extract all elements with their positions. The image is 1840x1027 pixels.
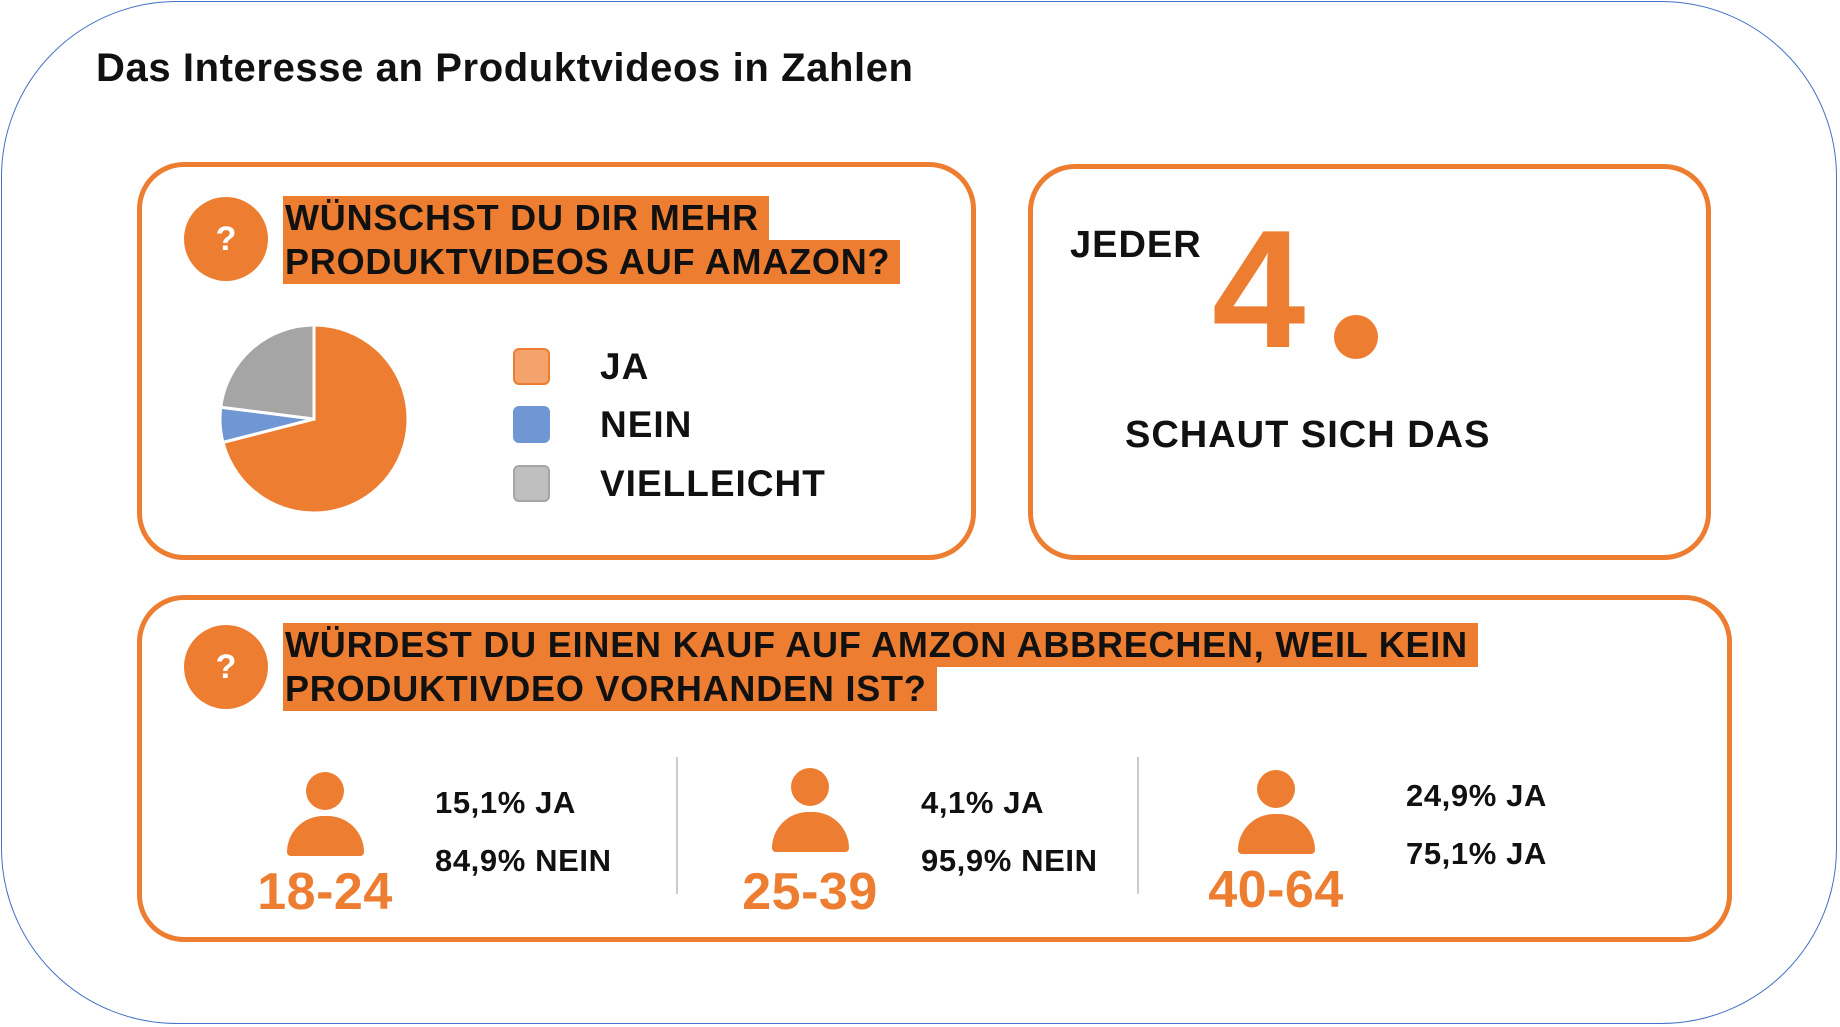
age-label: 25-39 — [742, 863, 878, 921]
age-label: 40-64 — [1208, 861, 1344, 919]
question-icon: ? — [184, 625, 268, 709]
legend-swatch — [513, 406, 550, 443]
jeder-label: JEDER — [1070, 224, 1202, 266]
pie-chart — [218, 323, 410, 515]
stat-nein: 84,9% NEIN — [435, 843, 612, 878]
period-dot — [1334, 315, 1378, 359]
stat-nein: 75,1% JA — [1406, 836, 1547, 871]
heading-line: PRODUKTVIDEOS AUF AMAZON? — [283, 240, 901, 284]
stat-card — [1028, 164, 1711, 560]
question-icon: ? — [184, 197, 268, 281]
stat-nein: 95,9% NEIN — [921, 843, 1098, 878]
pie-slice-vielleicht — [219, 323, 316, 421]
legend-swatch — [513, 465, 550, 502]
stat-ja: 24,9% JA — [1406, 778, 1547, 813]
pie-card — [137, 162, 976, 560]
heading-line: WÜRDEST DU EINEN KAUF AUF AMZON ABBRECHE… — [283, 623, 1478, 667]
age-card-heading: WÜRDEST DU EINEN KAUF AUF AMZON ABBRECHE… — [283, 623, 1478, 711]
pie-card-heading: WÜNSCHST DU DIR MEHR PRODUKTVIDEOS AUF A… — [283, 196, 901, 284]
heading-line: PRODUKTIVDEO VORHANDEN IST? — [283, 667, 937, 711]
schaut-label: SCHAUT SICH DAS — [1125, 414, 1491, 456]
legend-label: VIELLEICHT — [600, 463, 826, 504]
stat-ja: 15,1% JA — [435, 785, 576, 820]
stat-ja: 4,1% JA — [921, 785, 1045, 820]
big-number: 4 — [1212, 195, 1306, 383]
age-card — [137, 595, 1732, 942]
legend-swatch — [513, 348, 550, 385]
divider — [1137, 757, 1139, 894]
legend-label: NEIN — [600, 404, 693, 445]
heading-line: WÜNSCHST DU DIR MEHR — [283, 196, 769, 240]
page-title: Das Interesse an Produktvideos in Zahlen — [96, 46, 914, 90]
age-label: 18-24 — [257, 863, 393, 921]
divider — [676, 757, 678, 894]
legend-label: JA — [600, 346, 650, 387]
